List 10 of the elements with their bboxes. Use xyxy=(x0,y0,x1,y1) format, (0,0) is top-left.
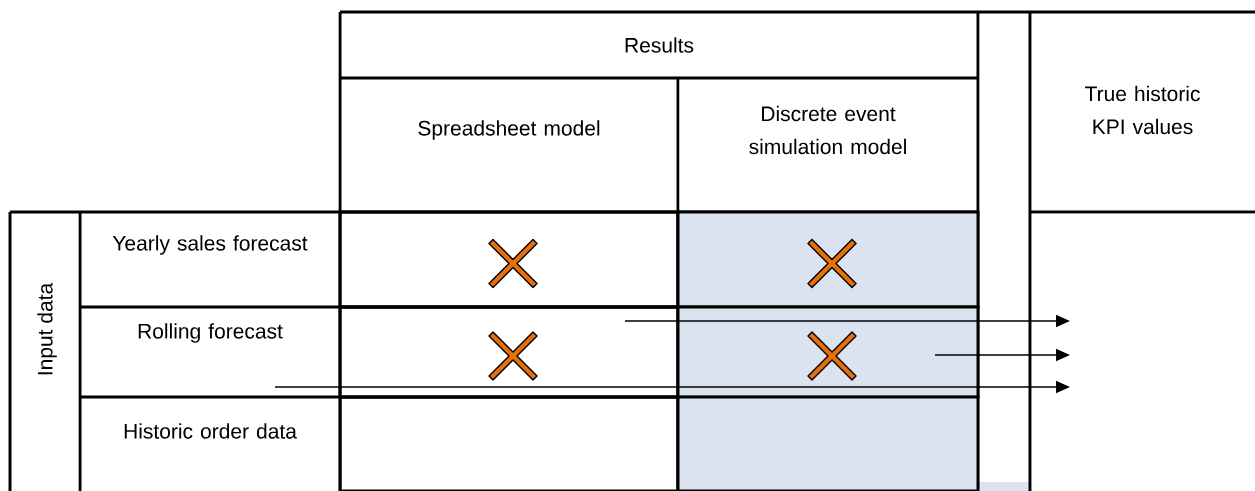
header-cell: Discrete event simulation model xyxy=(749,105,906,155)
row-group-label: Input data xyxy=(37,282,57,375)
header-cell: Results xyxy=(625,37,694,53)
row-label: Rolling forecast xyxy=(138,323,283,343)
header-cell: Spreadsheet model xyxy=(418,120,600,140)
row-label: Yearly sales forecast xyxy=(112,235,308,255)
header-cell: True historic KPI values xyxy=(1085,85,1200,135)
table-cell xyxy=(338,395,680,491)
table-cell xyxy=(676,395,980,491)
row-label: Historic order data xyxy=(124,423,297,439)
